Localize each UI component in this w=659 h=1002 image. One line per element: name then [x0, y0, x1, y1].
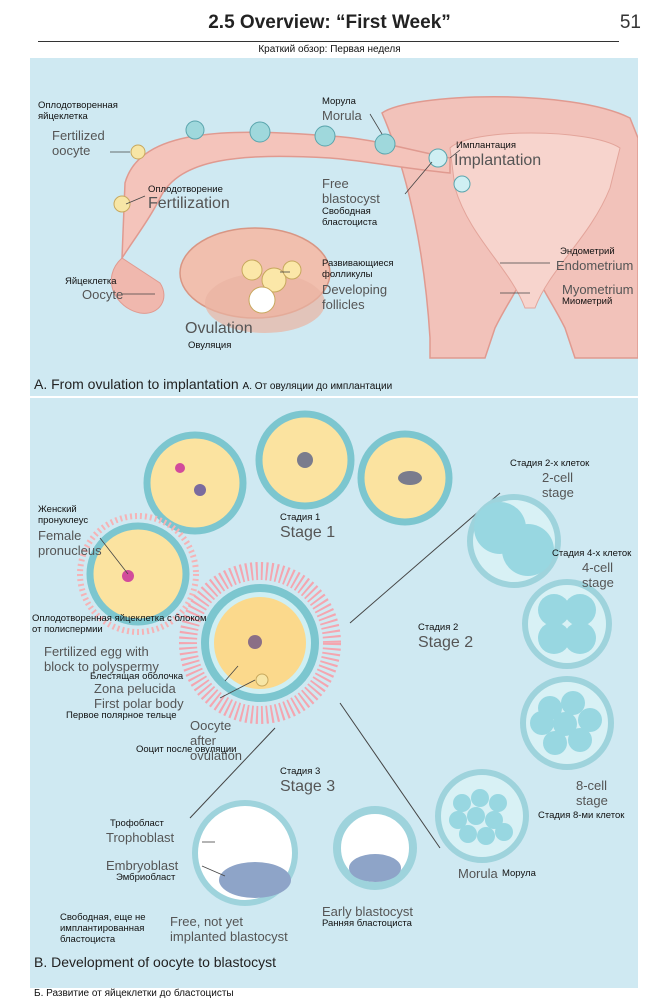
label-fertilization-ru: Оплодотворение	[148, 184, 223, 195]
figure-b-panel: Стадия 1 Stage 1 Женский пронуклеус Fema…	[30, 398, 638, 988]
label-four-cell-en: 4-cell stage	[582, 560, 614, 590]
label-embryoblast-en: Embryoblast	[106, 858, 179, 873]
label-stage3-en: Stage 3	[280, 778, 336, 795]
label-female-pronucleus-ru: Женский пронуклеус	[38, 504, 89, 526]
label-oocyte-ru: Яйцеклетка	[65, 276, 117, 287]
label-stage1-en: Stage 1	[280, 524, 336, 541]
label-fertilized-block-ru: Оплодотворенная яйцеклетка с блоком от п…	[32, 613, 207, 635]
label-fertilized-en: Fertilized oocyte	[52, 128, 105, 158]
label-morula-en-a: Morula	[322, 108, 362, 123]
fimbriae	[110, 257, 165, 314]
follicle-2	[261, 267, 287, 293]
label-implantation-en: Implantation	[454, 152, 542, 169]
implanting-blastocyst-cell	[453, 175, 471, 193]
cleavage-stages	[435, 494, 614, 863]
leader-lines-a	[110, 113, 550, 295]
figure-b-caption-en: B. Development of oocyte to blastocyst	[34, 954, 277, 970]
blastocysts	[192, 800, 417, 906]
label-endometrium-ru: Эндометрий	[560, 246, 615, 257]
follicle-3	[282, 260, 302, 280]
figure-a-caption-ru: А. От овуляции до имплантации	[242, 381, 393, 392]
label-fertilized-ru: Оплодотворенная яйцеклетка	[38, 100, 118, 122]
uterus-tube-ovary-illustration	[110, 96, 638, 359]
label-polar-en: First polar body	[94, 696, 184, 711]
follicle-1	[241, 259, 263, 281]
label-eight-cell-en: 8-cell stage	[576, 778, 608, 808]
morula-cell	[374, 133, 396, 155]
label-free-blastocyst-ru: Свободная бластоциста	[322, 206, 378, 228]
label-developing-follicles-en: Developing follicles	[322, 282, 388, 312]
cleavage-cell-2	[249, 121, 271, 143]
label-morula-en-b: Morula	[458, 866, 498, 881]
label-oocyte-after-en: Oocyte after ovulation	[190, 718, 243, 763]
cleavage-cell-1	[185, 120, 205, 140]
label-stage3-ru: Стадия 3	[280, 766, 321, 777]
label-early-blast-en: Early blastocyst	[322, 904, 414, 919]
page-number: 51	[619, 12, 641, 33]
figure-a-caption-en: A. From ovulation to implantation	[34, 376, 239, 392]
label-stage2-en: Stage 2	[418, 634, 474, 651]
label-polar-ru: Первое полярное тельце	[66, 710, 177, 721]
label-zona-ru: Блестящая оболочка	[90, 671, 184, 682]
page-subtitle-ru: Краткий обзор: Первая неделя	[258, 44, 401, 55]
label-two-cell-ru: Стадия 2-х клеток	[510, 458, 590, 469]
label-stage1-ru: Стадия 1	[280, 512, 321, 523]
label-morula-ru-b: Морула	[502, 868, 536, 879]
page-header: 2.5 Overview: “First Week” 51 Краткий об…	[0, 0, 659, 58]
fertilized-oocyte-cell	[130, 144, 146, 160]
label-implantation-ru: Имплантация	[456, 140, 516, 151]
label-oocyte-after-ru: Ооцит после овуляции	[136, 744, 237, 755]
uterine-cavity	[449, 132, 621, 309]
label-eight-cell-ru: Стадия 8-ми клеток	[538, 810, 625, 821]
label-developing-follicles-ru: Развивающиеся фолликулы	[322, 258, 394, 280]
label-morula-ru-a: Морула	[322, 96, 356, 107]
page-title: 2.5 Overview: “First Week”	[208, 12, 451, 33]
label-four-cell-ru: Стадия 4-х клеток	[552, 548, 632, 559]
label-female-pronucleus-en: Female pronucleus	[38, 528, 102, 558]
leader-lines-b	[99, 537, 256, 877]
label-two-cell-en: 2-cell stage	[542, 470, 574, 500]
label-endometrium-en: Endometrium	[556, 258, 634, 273]
label-free-blastocyst-en: Free blastocyst	[322, 176, 380, 206]
label-fertilized-block-en: Fertilized egg with block to polyspermy	[44, 644, 159, 674]
label-myometrium-ru: Миометрий	[562, 296, 613, 307]
figure-a-caption: A. From ovulation to implantation А. От …	[34, 376, 392, 392]
free-blastocyst-cell	[428, 148, 448, 168]
zygote-cell	[113, 195, 131, 213]
cleavage-cell-3	[314, 125, 336, 147]
label-trophoblast-ru: Трофобласт	[110, 818, 164, 829]
stage-separators	[189, 492, 501, 849]
label-ovulation-ru: Овуляция	[188, 340, 232, 351]
ovulating-follicle	[248, 286, 276, 314]
stage1-cells	[77, 410, 453, 635]
header-rule	[38, 41, 619, 42]
label-myometrium-en: Myometrium	[562, 282, 634, 297]
oocyte-development-illustration	[77, 410, 614, 906]
oocyte-after-ovulation	[179, 562, 341, 724]
label-embryoblast-ru: Эмбриобласт	[116, 872, 176, 883]
label-zona-en: Zona pelucida	[94, 681, 176, 696]
label-free-not-impl-en: Free, not yet implanted blastocyst	[170, 914, 288, 944]
label-stage2-ru: Стадия 2	[418, 622, 459, 633]
figure-a-panel: Оплодотворенная яйцеклетка Fertilized oo…	[30, 58, 638, 396]
label-trophoblast-en: Trophoblast	[106, 830, 175, 845]
label-ovulation-en: Ovulation	[185, 320, 253, 337]
label-oocyte-en: Oocyte	[82, 287, 124, 302]
figure-b-caption-ru: Б. Развитие от яйцеклетки до бластоцисты	[34, 988, 234, 999]
label-early-blast-ru: Ранняя бластоциста	[322, 918, 412, 929]
label-fertilization-en: Fertilization	[148, 195, 230, 212]
label-free-not-impl-ru: Свободная, еще не имплантированная бласт…	[60, 912, 146, 945]
